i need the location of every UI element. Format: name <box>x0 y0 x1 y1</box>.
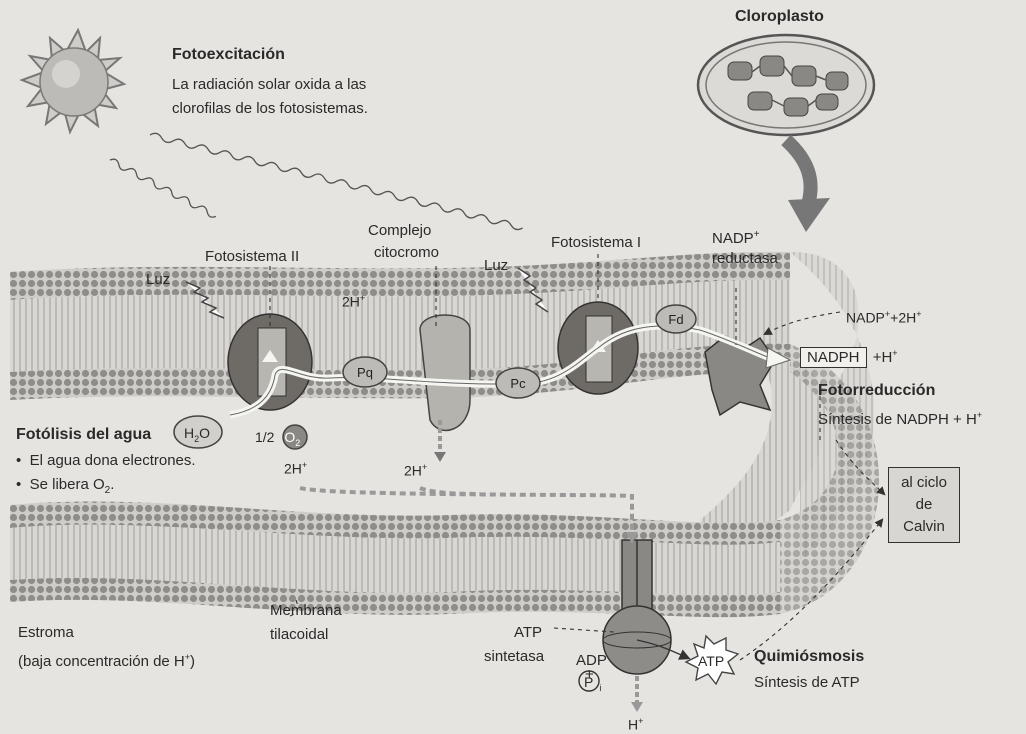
nadph-box: NADPH <box>800 347 867 368</box>
photoreduction-text: Síntesis de NADPH + H+ <box>818 406 982 429</box>
pc-label: Pc <box>510 376 526 391</box>
plastoquinone-carrier: Pq <box>343 357 387 387</box>
proton-flow-path-2 <box>420 488 480 494</box>
proton-top-label: 2H+ <box>342 289 365 311</box>
membrane-label-1: Membrana <box>270 602 342 620</box>
zoom-arrow <box>786 140 811 205</box>
calvin-cycle-box: al ciclo de Calvin <box>888 467 960 543</box>
plastocyanin-carrier: Pc <box>496 368 540 398</box>
water-label: H2O <box>184 424 210 448</box>
photosystem-i-label: Fotosistema I <box>551 234 641 252</box>
photoexcitation-title: Fotoexcitación <box>172 46 285 64</box>
atp-synthase-label-1: ATP <box>514 624 542 642</box>
photolysis-title: Fotólisis del agua <box>16 426 151 444</box>
membrane-label-2: tilacoidal <box>270 626 328 644</box>
photolysis-bullet-1: • El agua dona electrones. <box>16 452 196 470</box>
proton-middle-label: 2H+ <box>404 458 427 480</box>
photoreduction-title: Fotorreducción <box>818 382 935 400</box>
photoexcitation-text-2: clorofilas de los fotosistemas. <box>172 100 368 118</box>
photoexcitation-text-1: La radiación solar oxida a las <box>172 76 366 94</box>
chloroplast-title: Cloroplasto <box>735 8 824 26</box>
stroma-label-2: (baja concentración de H+) <box>18 648 195 671</box>
light-label-1: Luz <box>146 271 170 289</box>
proton-left-label: 2H+ <box>284 456 307 478</box>
nadph-product: NADPH +H+ <box>800 344 898 367</box>
cytochrome-label-1: Complejo <box>368 222 431 240</box>
nadp-reductase-label: NADP+ <box>712 226 760 248</box>
light-ray-1 <box>109 157 218 219</box>
pq-label: Pq <box>357 365 373 380</box>
atp-synthase-label-2: sintetasa <box>484 648 544 666</box>
sun-icon <box>22 30 124 132</box>
chemiosmosis-text: Síntesis de ATP <box>754 674 860 692</box>
atp-label: ATP <box>698 652 724 670</box>
light-ray-2 <box>149 132 523 231</box>
half-oxygen-label: 1/2 O2 <box>255 428 300 452</box>
cytochrome-complex <box>420 315 470 430</box>
cytochrome-label-2: citocromo <box>374 244 439 262</box>
fd-label: Fd <box>668 312 683 327</box>
chemiosmosis-title: Quimiósmosis <box>754 648 864 666</box>
ferredoxin-carrier: Fd <box>656 305 696 333</box>
proton-bottom-label: H+ <box>628 712 643 734</box>
zoom-arrow-head <box>788 198 830 232</box>
light-label-2: Luz <box>484 257 508 275</box>
chloroplast-icon <box>698 35 874 135</box>
nadp-input-label: NADP++2H+ <box>846 305 922 327</box>
photolysis-bullet-2: • Se libera O2. <box>16 476 114 500</box>
stroma-label: Estroma <box>18 624 74 642</box>
nadp-reductase-label-2: reductasa <box>712 250 778 268</box>
photosystem-ii-label: Fotosistema II <box>205 248 299 266</box>
